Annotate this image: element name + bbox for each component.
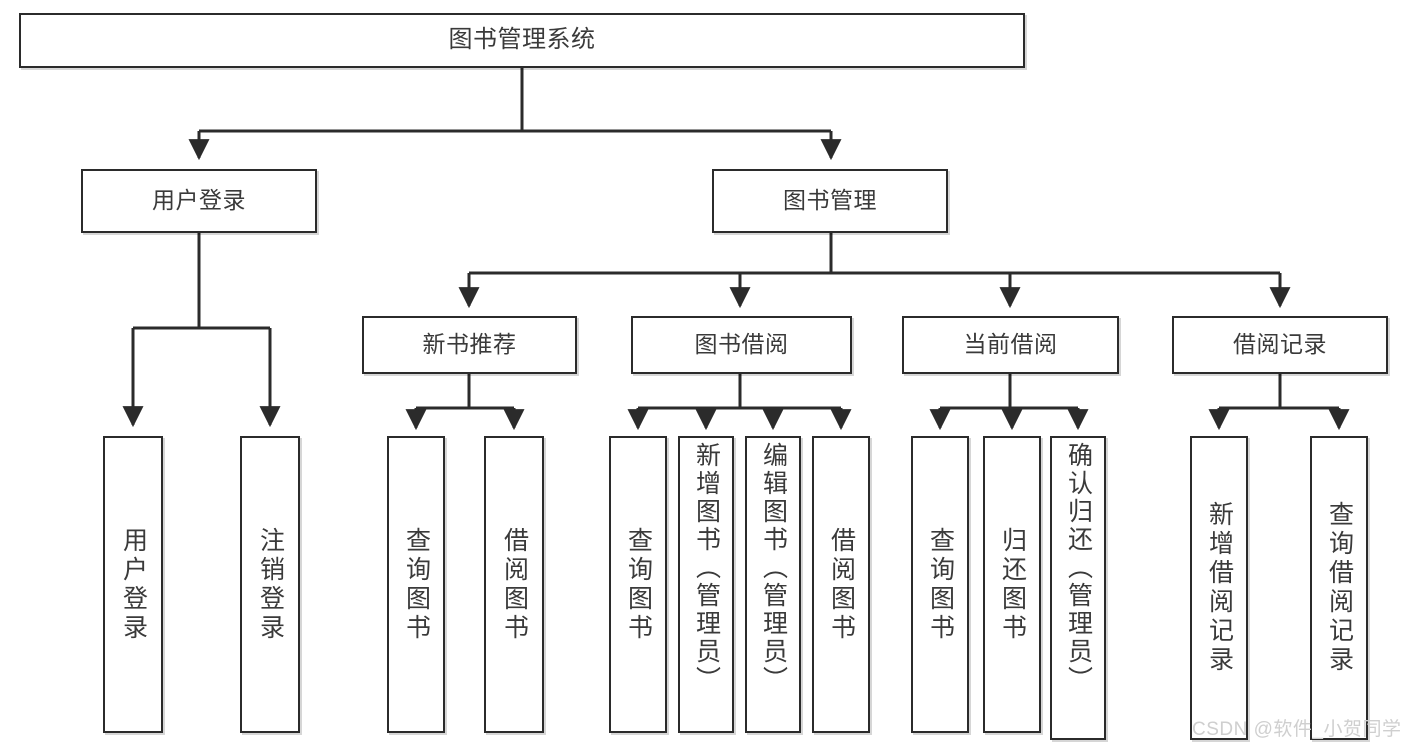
node-current-borrow[interactable]: 当前借阅 [902, 316, 1119, 374]
node-leaf-query-book-3-label: 查询图书 [926, 526, 955, 643]
node-root[interactable]: 图书管理系统 [19, 13, 1025, 68]
node-leaf-user-login-label: 用户登录 [119, 526, 148, 643]
csdn-watermark-text: CSDN @软件_小贺同学 [1192, 719, 1402, 740]
node-leaf-query-book-2[interactable]: 查询图书 [609, 436, 667, 733]
node-leaf-edit-book-admin-label: 编辑图书（管理员） [759, 442, 788, 694]
node-leaf-confirm-return[interactable]: 确认归还（管理员） [1050, 436, 1106, 740]
node-borrow-record-label: 借阅记录 [1233, 331, 1327, 358]
node-leaf-confirm-return-label: 确认归还（管理员） [1064, 442, 1093, 694]
node-leaf-user-login[interactable]: 用户登录 [103, 436, 163, 733]
node-leaf-logout-label: 注销登录 [256, 526, 285, 643]
node-current-borrow-label: 当前借阅 [963, 331, 1058, 358]
node-leaf-query-book-1[interactable]: 查询图书 [387, 436, 445, 733]
node-borrow-record[interactable]: 借阅记录 [1172, 316, 1388, 374]
node-new-book-recommend[interactable]: 新书推荐 [362, 316, 577, 374]
node-book-borrow[interactable]: 图书借阅 [631, 316, 852, 374]
node-leaf-borrow-book-2-label: 借阅图书 [827, 526, 856, 643]
node-leaf-add-book-admin[interactable]: 新增图书（管理员） [678, 436, 734, 733]
node-leaf-return-book[interactable]: 归还图书 [983, 436, 1041, 733]
node-leaf-add-borrow-rec-label: 新增借阅记录 [1205, 501, 1234, 675]
node-book-manage-label: 图书管理 [783, 187, 877, 214]
node-user-login[interactable]: 用户登录 [81, 169, 317, 233]
node-book-borrow-label: 图书借阅 [694, 331, 789, 358]
node-leaf-query-borrow-rec-label: 查询借阅记录 [1325, 501, 1354, 675]
node-leaf-logout[interactable]: 注销登录 [240, 436, 300, 733]
node-leaf-edit-book-admin[interactable]: 编辑图书（管理员） [745, 436, 801, 733]
node-leaf-borrow-book-1-label: 借阅图书 [500, 526, 529, 643]
node-new-book-recommend-label: 新书推荐 [422, 331, 517, 358]
csdn-watermark: CSDN @软件_小贺同学 [1192, 714, 1401, 741]
node-leaf-add-book-admin-label: 新增图书（管理员） [692, 442, 721, 694]
node-leaf-add-borrow-rec[interactable]: 新增借阅记录 [1190, 436, 1248, 740]
node-leaf-query-book-2-label: 查询图书 [624, 526, 653, 643]
node-leaf-query-book-3[interactable]: 查询图书 [911, 436, 969, 733]
node-book-manage[interactable]: 图书管理 [712, 169, 948, 233]
node-leaf-query-book-1-label: 查询图书 [402, 526, 431, 643]
node-leaf-borrow-book-1[interactable]: 借阅图书 [484, 436, 544, 733]
node-user-login-label: 用户登录 [152, 187, 246, 214]
node-root-label: 图书管理系统 [448, 26, 596, 54]
node-leaf-return-book-label: 归还图书 [998, 526, 1027, 643]
node-leaf-borrow-book-2[interactable]: 借阅图书 [812, 436, 870, 733]
node-leaf-query-borrow-rec[interactable]: 查询借阅记录 [1310, 436, 1368, 740]
